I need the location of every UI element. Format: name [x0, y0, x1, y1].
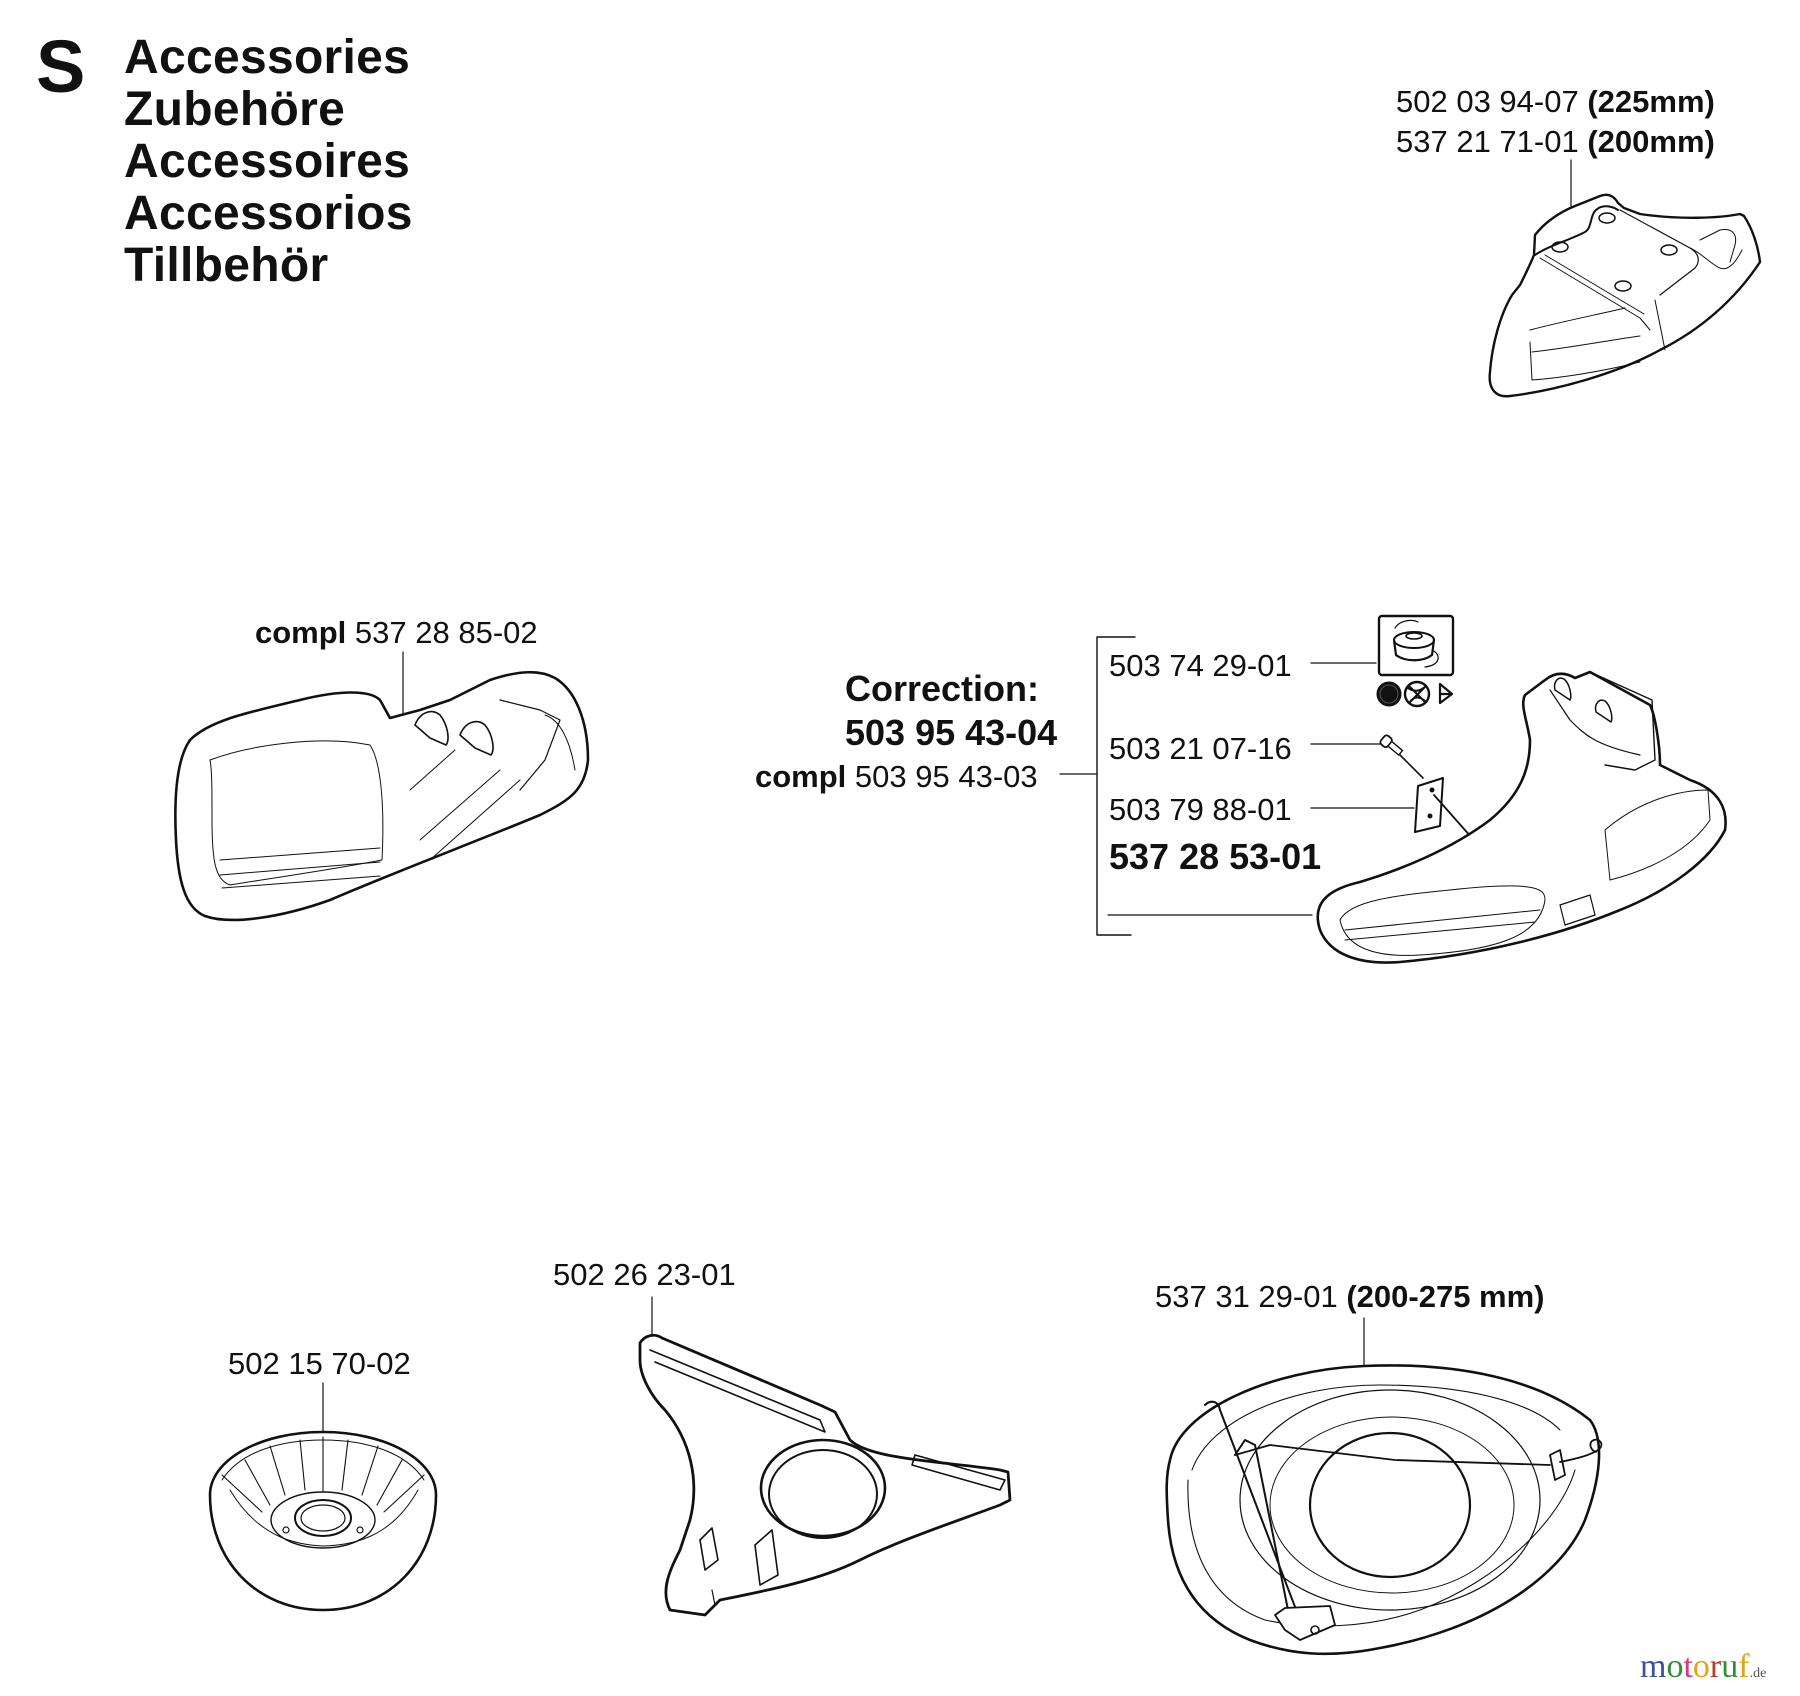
part-size: (200mm) [1587, 124, 1715, 159]
combi-guard-drawing [1059, 614, 1727, 964]
trimmer-guard-top-right-drawing [1488, 159, 1762, 398]
part-number: 537 21 71-01 [1396, 124, 1579, 159]
part-label-502-26-23-01: 502 26 23-01 [553, 1257, 736, 1292]
compl-prefix: compl [755, 759, 847, 794]
part-number: 502 03 94-07 [1396, 84, 1579, 119]
title-spanish: Accessorios [124, 187, 413, 240]
part-size: (200-275 mm) [1346, 1279, 1545, 1314]
wm-letter: m [1640, 1648, 1667, 1685]
motoruf-watermark: motoruf.de [1640, 1648, 1766, 1686]
title-english: Accessories [124, 31, 411, 84]
correction-label: Correction: [845, 668, 1040, 709]
part-number: 537 28 85-02 [354, 615, 538, 650]
wm-suffix: .de [1749, 1666, 1767, 1681]
correction-new-number: 503 95 43-04 [845, 712, 1058, 753]
compl-prefix: compl [255, 615, 347, 650]
part-size: (225mm) [1587, 84, 1715, 119]
part-label-537-31-29-01: 537 31 29-01 (200-275 mm) [1155, 1281, 1545, 1312]
part-label-503-21-07-16: 503 21 07-16 [1109, 731, 1292, 766]
title-swedish: Tillbehör [124, 239, 329, 292]
wm-letter: f [1738, 1648, 1750, 1685]
wm-letter: r [1709, 1648, 1722, 1685]
title-french: Accessoires [124, 135, 411, 188]
wm-letter: o [1666, 1648, 1684, 1685]
part-label-503-79-88-01: 503 79 88-01 [1109, 792, 1292, 827]
part-number: 503 95 43-03 [854, 759, 1038, 794]
part-label-537-28-85-02: compl 537 28 85-02 [255, 617, 538, 648]
part-label-503-95-43-03: compl 503 95 43-03 [755, 761, 1038, 792]
support-cup-drawing [208, 1382, 438, 1612]
grass-blade-drawing [638, 1296, 1012, 1617]
part-label-502-03-94-07: 502 03 94-07 (225mm) [1396, 86, 1715, 117]
title-german: Zubehöre [124, 83, 346, 136]
wm-letter: u [1721, 1648, 1739, 1685]
part-label-502-15-70-02: 502 15 70-02 [228, 1346, 411, 1381]
wm-letter: o [1692, 1648, 1710, 1685]
grass-guard-left-drawing [174, 651, 590, 922]
part-number: 537 31 29-01 [1155, 1279, 1338, 1314]
saw-blade-guard-drawing [1165, 1317, 1603, 1656]
part-label-537-21-71-01: 537 21 71-01 (200mm) [1396, 126, 1715, 157]
part-label-503-74-29-01: 503 74 29-01 [1109, 648, 1292, 683]
section-letter: S [36, 25, 86, 108]
part-label-537-28-53-01: 537 28 53-01 [1109, 836, 1322, 877]
wm-letter: t [1683, 1648, 1693, 1685]
section-titles: Accessories Zubehöre Accessoires Accesso… [124, 32, 413, 292]
